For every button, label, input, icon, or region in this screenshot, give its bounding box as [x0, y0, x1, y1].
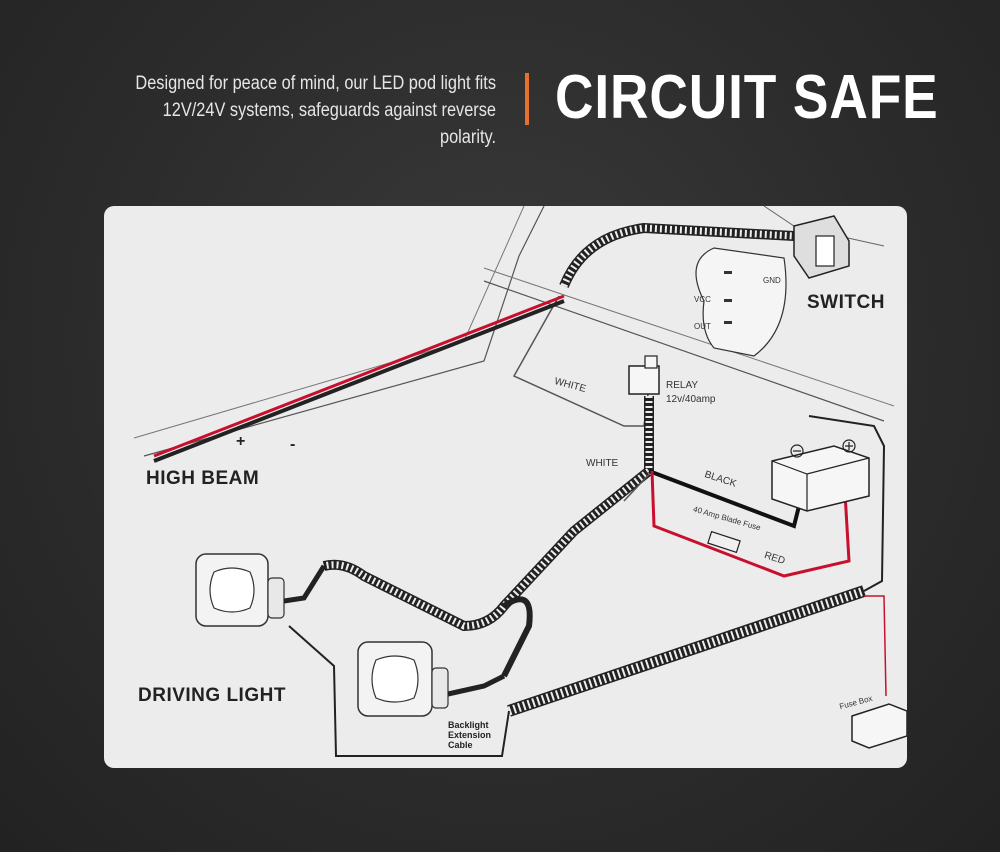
white-wire-lower-label: WHITE [586, 458, 619, 469]
white-wire-lower [623, 470, 653, 502]
vcc-label: VCC [694, 295, 711, 304]
tagline-line-1: Designed for peace of mind, our LED pod … [135, 73, 496, 94]
relay-rating-label: 12v/40amp [666, 394, 716, 405]
driving-light-2-lens [371, 655, 419, 703]
main-harness-outline [322, 396, 654, 632]
driving-light-1-lens [209, 567, 255, 613]
driving-light-ground-loop [288, 625, 510, 757]
car-hood-line [143, 206, 545, 457]
tagline-line-2: 12V/24V systems, safeguards against reve… [162, 100, 496, 148]
battery-ground-cable [808, 415, 886, 592]
blade-fuse-icon [707, 530, 741, 554]
driving-light-2-cable [447, 673, 506, 697]
driving-light-label: DRIVING LIGHT [138, 685, 286, 706]
red-wire [650, 470, 851, 578]
backlight-label-line-2: Extension [448, 730, 492, 740]
wiring-diagram-panel: SWITCH GND VCC OUT RELAY 12v/40amp WHITE… [104, 206, 907, 768]
black-wire [648, 469, 801, 529]
driving-light-1-cable [283, 564, 327, 604]
high-beam-minus-label: - [290, 436, 296, 453]
wiring-diagram [133, 206, 907, 757]
tagline: Designed for peace of mind, our LED pod … [118, 70, 496, 151]
accent-divider [525, 73, 529, 125]
backlight-label-line-1: Backlight [448, 720, 489, 730]
switch-harness-sleeve [560, 224, 795, 288]
high-beam-black-wire [153, 299, 565, 463]
page-title: CIRCUIT SAFE [555, 63, 939, 132]
driving-light-2-harness [501, 596, 533, 678]
backlight-label-line-3: Cable [448, 740, 473, 750]
fuse-box-red-wire [864, 595, 887, 697]
switch-terminal-callout [695, 247, 787, 357]
relay-tab [644, 355, 658, 369]
car-windshield-line-inner [483, 267, 895, 407]
out-label: OUT [694, 322, 711, 331]
backlight-extension-cable-outline [507, 585, 866, 717]
switch-rocker [815, 235, 835, 267]
gnd-label: GND [763, 276, 781, 285]
car-hood-line-inner [133, 206, 525, 439]
fuse-box-icon [851, 703, 907, 749]
high-beam-label: HIGH BEAM [146, 468, 260, 489]
battery-positive-terminal-icon [842, 439, 856, 453]
battery-icon [771, 445, 870, 512]
battery-negative-terminal-icon [790, 444, 804, 458]
backlight-extension-cable-label: Backlight Extension Cable [448, 720, 491, 750]
out-pin [724, 321, 732, 324]
main-harness-sleeve [323, 396, 653, 630]
driving-light-2-bracket [431, 667, 449, 709]
driving-light-1-bracket [267, 577, 285, 619]
relay-label: RELAY [666, 380, 699, 391]
gnd-pin [724, 271, 732, 274]
switch-label: SWITCH [807, 292, 885, 313]
high-beam-plus-label: + [236, 433, 246, 450]
vcc-pin [724, 299, 732, 302]
high-beam-red-wire [153, 294, 565, 458]
relay-icon [628, 365, 660, 395]
